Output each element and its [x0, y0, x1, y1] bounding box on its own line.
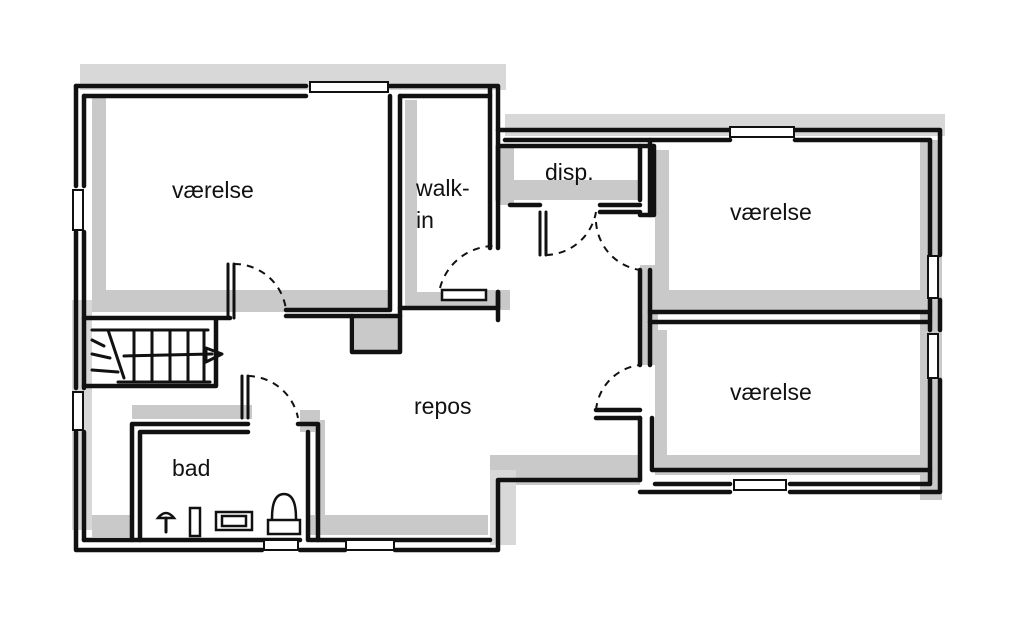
- room-label-bedroom-top-left: værelse: [172, 177, 254, 203]
- sink: [155, 511, 177, 520]
- windows: [72, 81, 939, 551]
- walk-in-shelf: [440, 288, 488, 302]
- walls: [73, 83, 943, 553]
- staircase: [90, 328, 224, 384]
- door-swings: [233, 211, 641, 419]
- room-label-landing: repos: [414, 393, 472, 419]
- room-label-bathroom: bad: [172, 455, 210, 481]
- room-label-pantry: disp.: [545, 159, 594, 185]
- room-label-bedroom-bottom-right: værelse: [730, 379, 812, 405]
- room-labels: værelse walk- in disp. værelse værelse r…: [172, 159, 812, 481]
- shower-drain: [188, 506, 202, 538]
- room-label-walk-in-line-2: in: [416, 207, 434, 233]
- fixtures: [155, 288, 488, 538]
- room-label-bedroom-top-right: værelse: [730, 199, 812, 225]
- room-label-walk-in-line-1: walk-: [415, 175, 470, 201]
